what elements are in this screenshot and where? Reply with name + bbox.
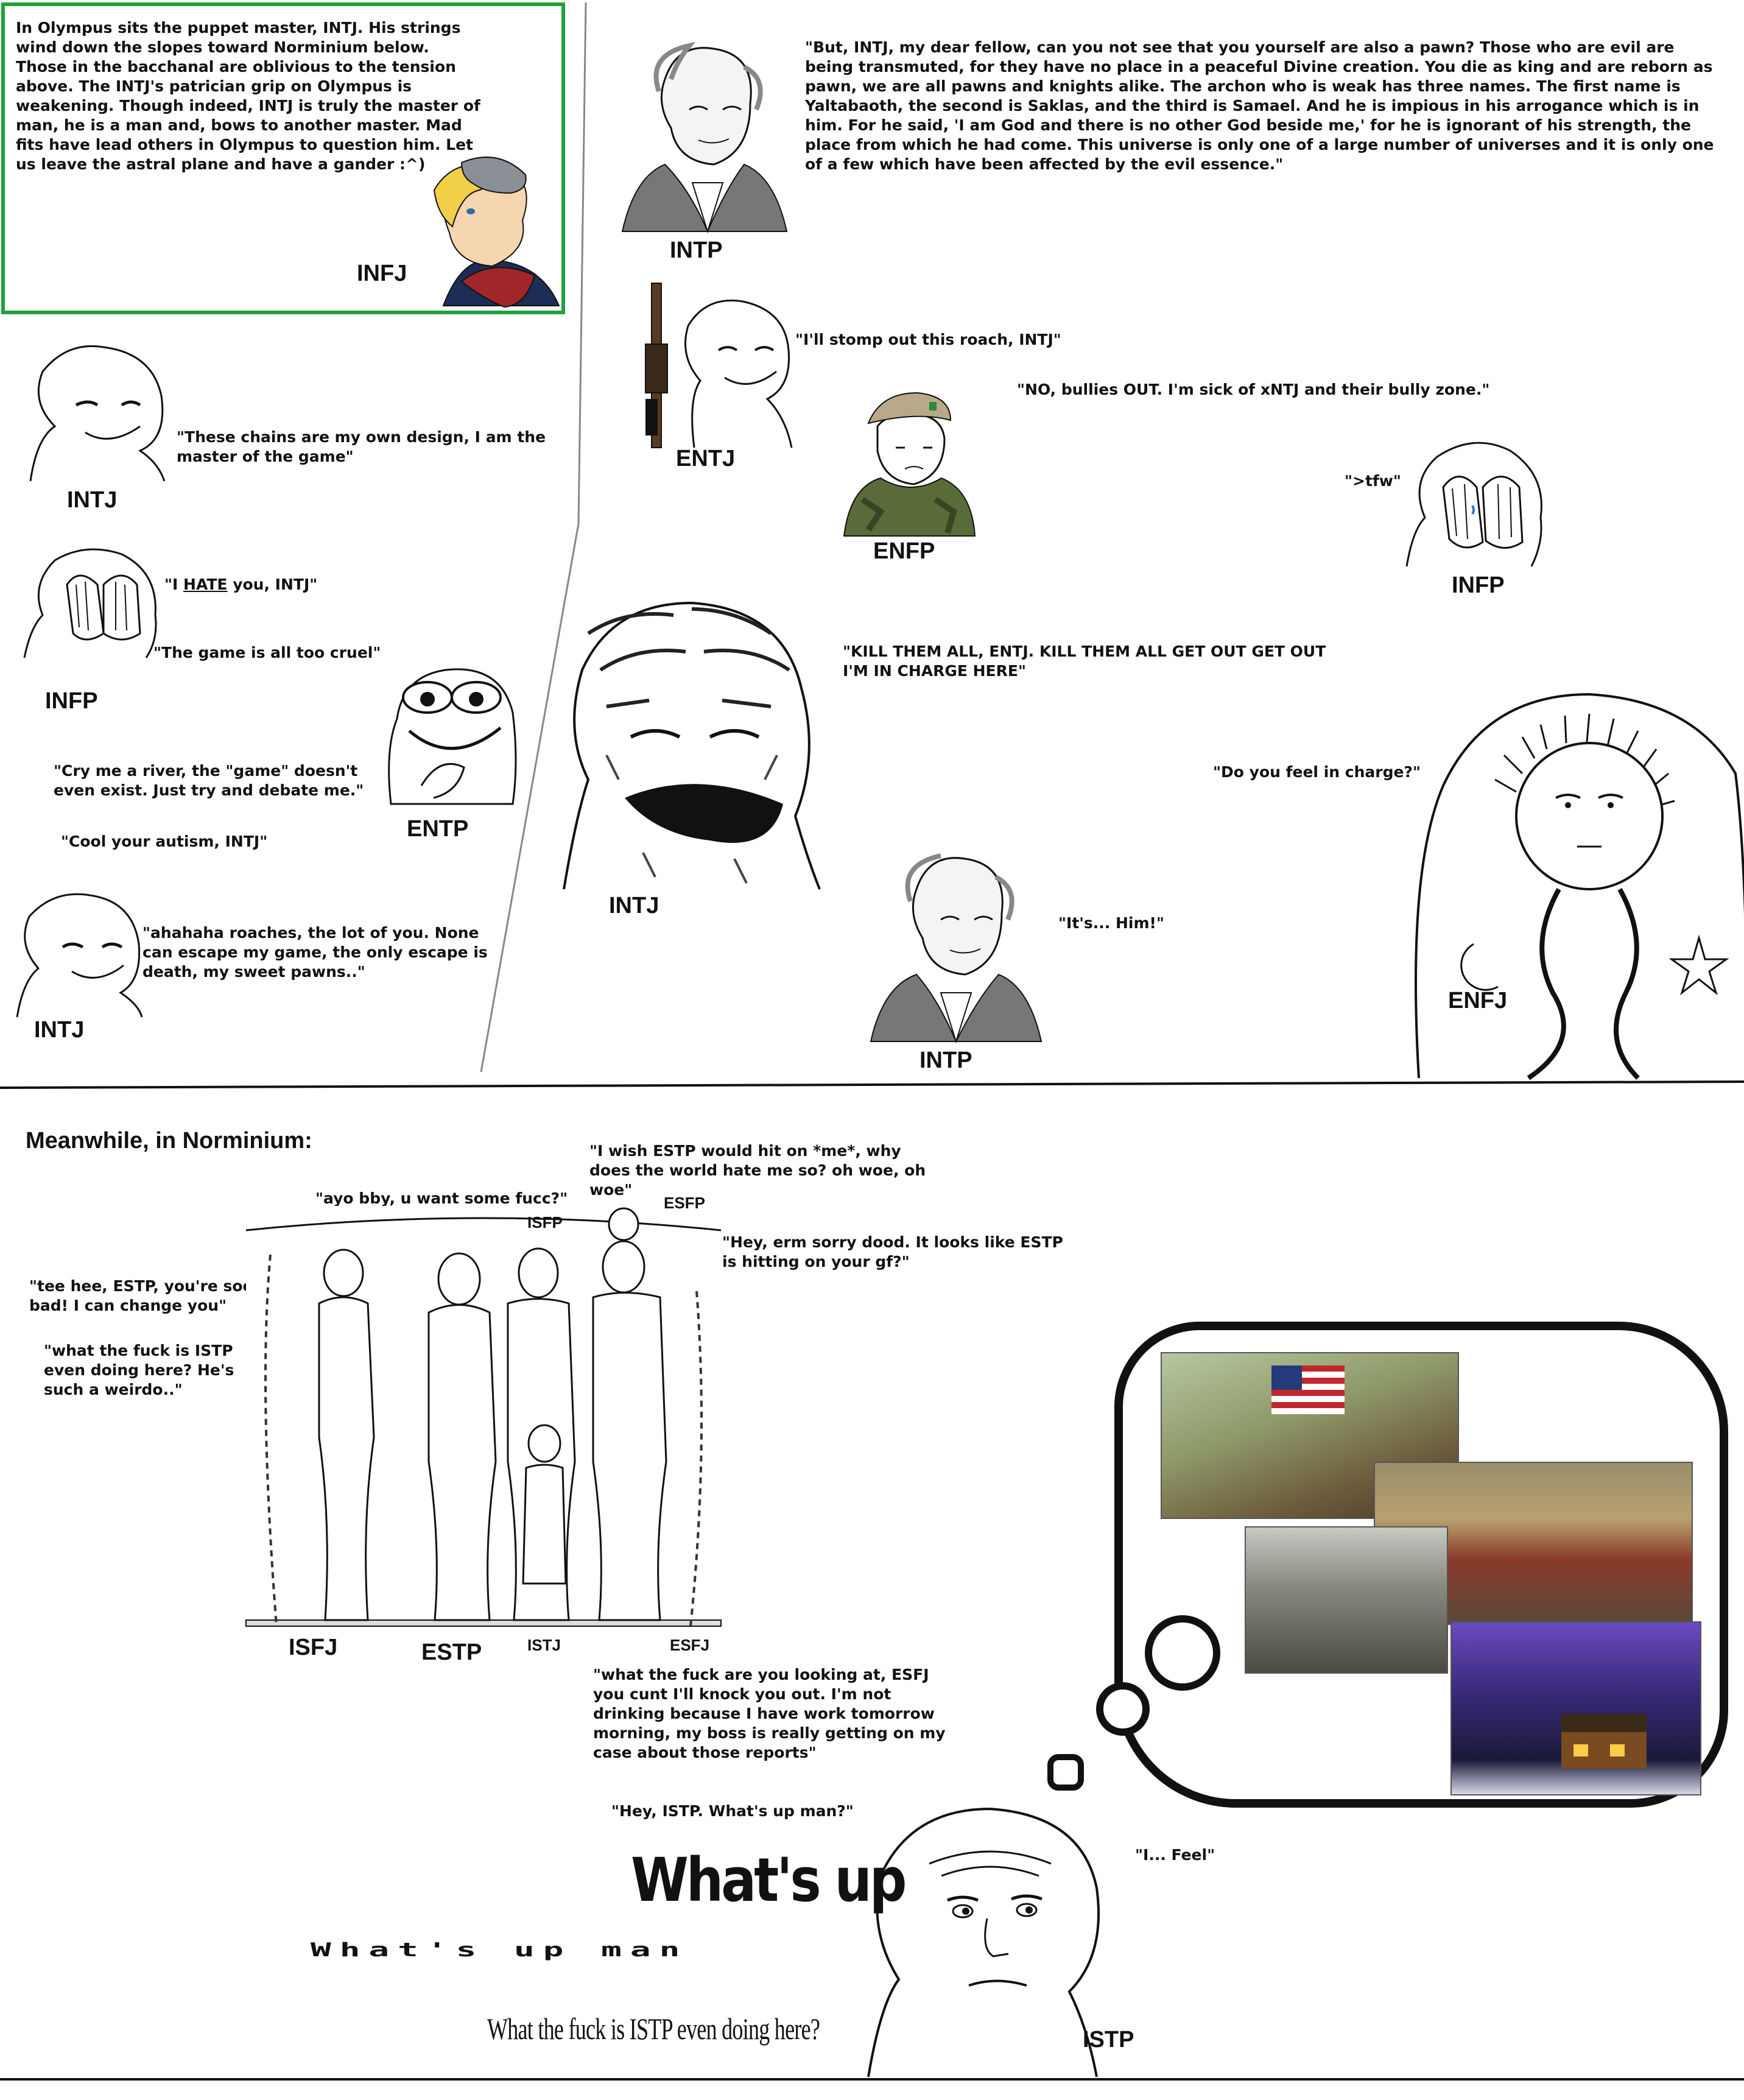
istp-label: ISTP bbox=[1083, 2027, 1134, 2052]
entj-wojak-with-rifle bbox=[645, 283, 793, 448]
infp1-quote-cruel: "The game is all too cruel" bbox=[153, 644, 381, 661]
infp-crying-wojak-2 bbox=[1405, 442, 1542, 567]
entp-quote-1: "Cry me a river, the "game" doesn't even… bbox=[54, 762, 364, 799]
enfp-quote: "NO, bullies OUT. I'm sick of xNTJ and t… bbox=[1017, 381, 1490, 398]
intp-portrait-2 bbox=[870, 853, 1043, 1044]
istp-feels-wojak bbox=[867, 1807, 1100, 2077]
estp-quote: "what the fuck are you looking at, ESFJ … bbox=[593, 1666, 946, 1761]
entp-pepe bbox=[388, 668, 517, 805]
intp1-label: INTP bbox=[670, 238, 723, 263]
statue-label-isfp: ISFP bbox=[527, 1213, 563, 1231]
echo-whats-up-man: What's up man bbox=[311, 1939, 689, 1961]
intj3-quote: "KILL THEM ALL, ENTJ. KILL THEM ALL GET … bbox=[843, 643, 1326, 680]
istp-quote: "I... Feel" bbox=[1135, 1846, 1215, 1864]
echo-whats-up: What's up bbox=[631, 1845, 907, 1915]
intp2-label: INTP bbox=[919, 1048, 972, 1073]
entj-label: ENTJ bbox=[676, 446, 736, 471]
statue-label-esfj: ESFJ bbox=[670, 1636, 710, 1654]
intj-screaming-face bbox=[563, 601, 821, 890]
bottom-rule bbox=[0, 2078, 1744, 2081]
intp2-quote: "It's... Him!" bbox=[1058, 914, 1164, 932]
infp1-quote-hate: "I HATE you, INTJ" bbox=[164, 575, 317, 594]
statue-label-estp: ESTP bbox=[421, 1640, 482, 1665]
infj-label: INFJ bbox=[357, 261, 407, 286]
intp-portrait-1 bbox=[621, 41, 788, 234]
american-flag-icon bbox=[1271, 1365, 1345, 1414]
enfp-soldier-wojak bbox=[843, 392, 976, 537]
enfj-sun-emblem bbox=[1415, 692, 1744, 1080]
intj1-label: INTJ bbox=[67, 487, 118, 513]
thought-dot-large bbox=[1145, 1615, 1220, 1691]
entp-label: ENTP bbox=[407, 816, 469, 842]
thought-dot-medium bbox=[1096, 1682, 1150, 1736]
statue-label-esfp: ESFP bbox=[664, 1194, 705, 1212]
esfp-wish-quote: "I wish ESTP would hit on *me*, why does… bbox=[589, 1142, 926, 1199]
infp2-quote: ">tfw" bbox=[1345, 472, 1401, 490]
statue-label-isfj: ISFJ bbox=[289, 1635, 338, 1660]
enfj-label: ENFJ bbox=[1448, 988, 1508, 1013]
narration-box: In Olympus sits the puppet master, INTJ.… bbox=[1, 2, 565, 314]
esfj-greeting-quote: "Hey, ISTP. What's up man?" bbox=[611, 1802, 854, 1820]
intj1-quote: "These chains are my own design, I am th… bbox=[177, 428, 546, 465]
infp1-quote-post: you, INTJ" bbox=[227, 576, 318, 593]
intj2-label: INTJ bbox=[34, 1017, 85, 1043]
thought-dot-small bbox=[1047, 1754, 1084, 1791]
intp1-quote: "But, INTJ, my dear fellow, can you not … bbox=[805, 38, 1714, 173]
infp1-label: INFP bbox=[45, 688, 98, 714]
entj-quote: "I'll stomp out this roach, INTJ" bbox=[795, 331, 1061, 348]
infp1-quote-pre: "I bbox=[164, 576, 184, 593]
soldiers-walking-photo bbox=[1245, 1526, 1448, 1674]
cabin-icon bbox=[1561, 1714, 1647, 1769]
norminium-heading: Meanwhile, in Norminium: bbox=[26, 1128, 312, 1154]
enfp-label: ENFP bbox=[873, 538, 935, 564]
intj-wojak-2 bbox=[16, 893, 143, 1018]
infp1-quote-hate-word: HATE bbox=[183, 576, 228, 593]
statue-label-istj: ISTJ bbox=[527, 1636, 561, 1654]
esfp-gf-quote: "Hey, erm sorry dood. It looks like ESTP… bbox=[722, 1233, 1063, 1270]
infj-narrator-portrait bbox=[433, 157, 560, 308]
isfj-tee-hee-quote: "tee hee, ESTP, you're soo bad! I can ch… bbox=[29, 1277, 253, 1314]
snowy-cabin-photo bbox=[1450, 1621, 1701, 1795]
enfj-quote: "Do you feel in charge?" bbox=[1213, 763, 1421, 781]
intj-wojak-1 bbox=[29, 345, 166, 482]
infp2-label: INFP bbox=[1452, 573, 1505, 598]
isfj-weirdo-quote: "what the fuck is ISTP even doing here? … bbox=[44, 1342, 234, 1398]
greek-statues-engraving bbox=[245, 1206, 722, 1638]
echo-what-is-istp-doing: What the fuck is ISTP even doing here? bbox=[487, 2012, 820, 2046]
narration-text: In Olympus sits the puppet master, INTJ.… bbox=[16, 19, 480, 173]
isfp-quote: "ayo bby, u want some fucc?" bbox=[315, 1189, 568, 1207]
intj3-label: INTJ bbox=[609, 893, 659, 918]
infp-crying-wojak-1 bbox=[23, 548, 157, 658]
intj2-quote: "ahahaha roaches, the lot of you. None c… bbox=[142, 924, 488, 981]
entp-quote-2: "Cool your autism, INTJ" bbox=[61, 833, 268, 850]
